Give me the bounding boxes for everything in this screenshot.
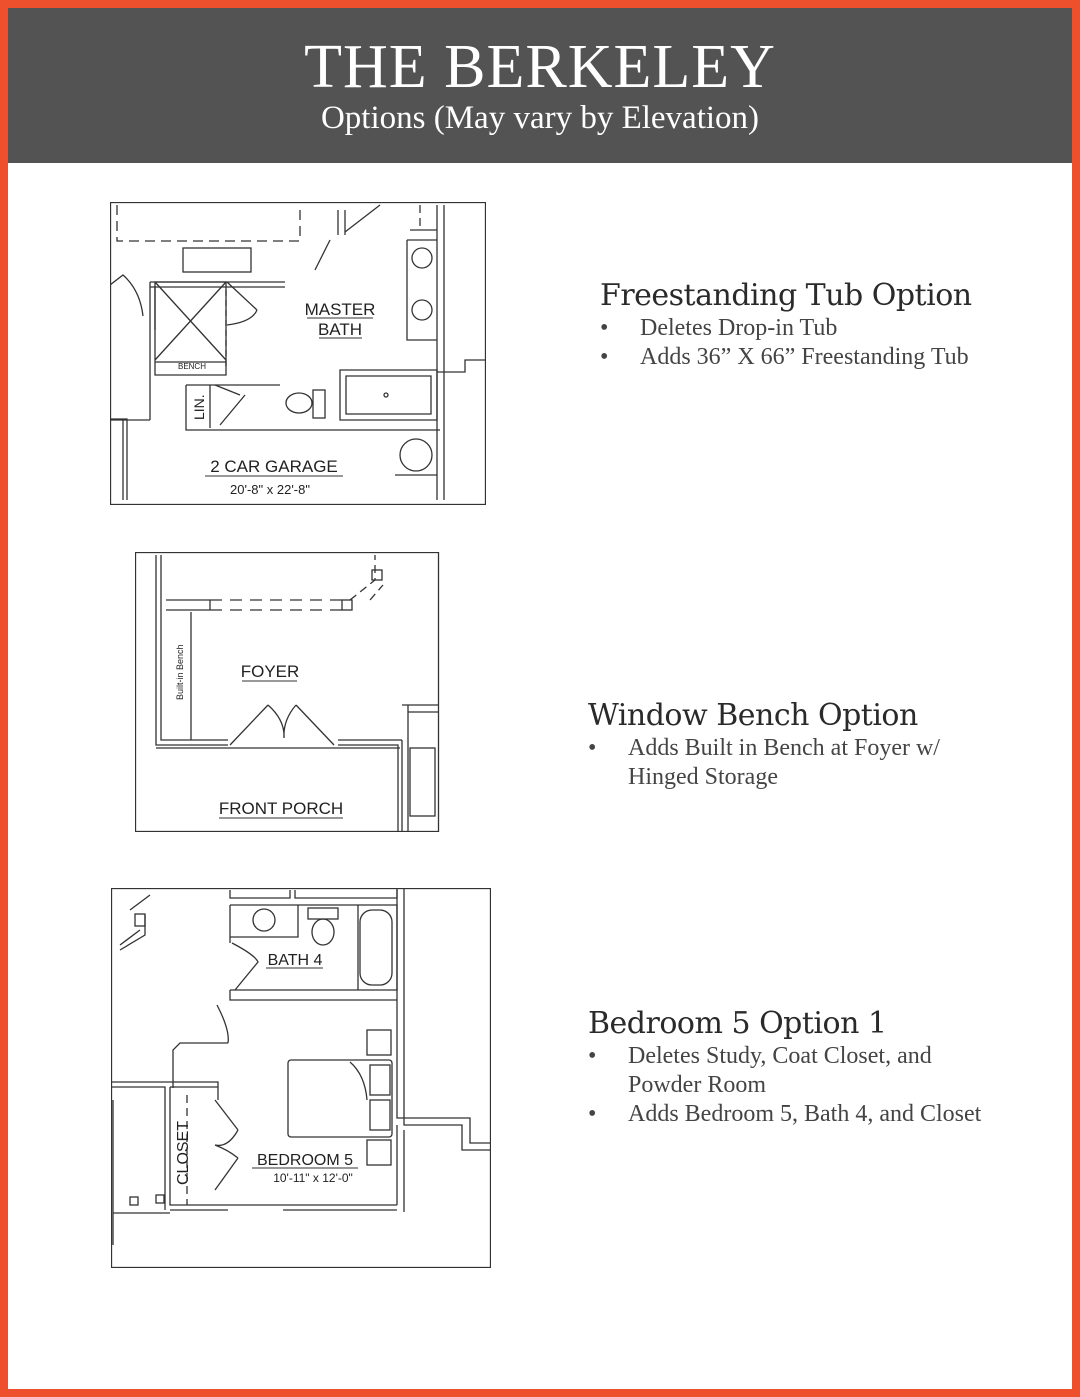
plan-label-linen: LIN. <box>191 394 207 420</box>
option-freestanding-tub: Freestanding Tub Option Deletes Drop-in … <box>600 278 1000 372</box>
plan-label-bath: BATH <box>318 320 362 339</box>
plan-label-closet: CLOSET <box>175 1121 192 1185</box>
plan-label-foyer: FOYER <box>241 662 300 681</box>
option-bullet: Deletes Study, Coat Closet, and Powder R… <box>588 1042 998 1100</box>
plan-label-master: MASTER <box>305 300 376 319</box>
floor-plan-window-bench: Built-in Bench FOYER FRONT PORCH <box>135 552 440 832</box>
plan-label-bedroom-5: BEDROOM 5 <box>257 1152 353 1169</box>
header-banner: THE BERKELEY Options (May vary by Elevat… <box>8 8 1072 163</box>
plan-label-garage-dim: 20'-8" x 22'-8" <box>230 482 310 497</box>
option-bullet: Adds Built in Bench at Foyer w/ Hinged S… <box>588 734 1008 792</box>
floor-plan-freestanding-tub: MASTER BATH BENCH LIN. 2 CAR GARAGE 20'-… <box>110 202 486 505</box>
plan-label-built-in-bench: Built-in Bench <box>175 644 185 700</box>
page: THE BERKELEY Options (May vary by Elevat… <box>8 8 1072 1389</box>
option-title: Freestanding Tub Option <box>600 278 972 313</box>
floor-plan-bedroom-5: BATH 4 CLOSET BEDROOM 5 10'-11" x 12'-0" <box>111 888 491 1268</box>
plan-label-front-porch: FRONT PORCH <box>219 799 343 818</box>
plan-label-bath-4: BATH 4 <box>268 952 323 969</box>
plan-label-bedroom-dim: 10'-11" x 12'-0" <box>273 1171 353 1185</box>
plan-label-bench: BENCH <box>178 362 206 371</box>
option-bullet: Adds 36” X 66” Freestanding Tub <box>600 343 1000 372</box>
option-bedroom-5: Bedroom 5 Option 1 Deletes Study, Coat C… <box>588 1006 998 1129</box>
option-title: Bedroom 5 Option 1 <box>588 1006 887 1041</box>
page-subtitle: Options (May vary by Elevation) <box>320 100 760 136</box>
option-window-bench: Window Bench Option Adds Built in Bench … <box>588 698 1008 792</box>
option-bullet: Deletes Drop-in Tub <box>600 314 1000 343</box>
plan-label-garage: 2 CAR GARAGE <box>210 457 338 476</box>
option-bullet: Adds Bedroom 5, Bath 4, and Closet <box>588 1100 998 1129</box>
option-title: Window Bench Option <box>588 698 918 733</box>
page-title: THE BERKELEY <box>304 33 776 101</box>
